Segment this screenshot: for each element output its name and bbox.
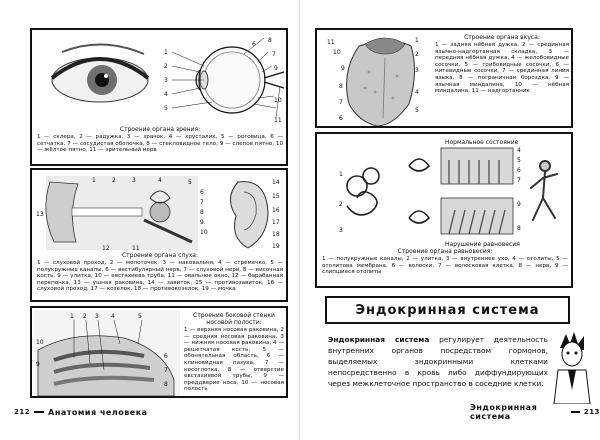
balance-label: 9 <box>517 201 521 208</box>
tongue-label: 7 <box>339 99 343 106</box>
footer-rule <box>34 411 44 413</box>
tongue-label: 5 <box>415 107 419 114</box>
eye-label: 5 <box>164 105 168 112</box>
eye-title: Строение органа зрения: <box>37 126 283 133</box>
ear-label: 8 <box>200 209 204 216</box>
nose-label: 5 <box>138 313 142 320</box>
ear-illustration: 1 2 3 4 5 6 7 8 9 10 11 12 13 14 15 16 1… <box>32 172 286 252</box>
tongue-label: 2 <box>415 51 419 58</box>
balance-title: Строение органа равновесия: <box>322 248 568 255</box>
balance-panel: Нормальное состояние Нарушение равновеси… <box>315 132 573 288</box>
page-gutter <box>299 0 301 440</box>
ear-label: 15 <box>272 193 280 200</box>
intro-paragraph: Эндокринная система регулирует деятельно… <box>328 334 548 389</box>
balance-label: 7 <box>517 177 521 184</box>
ear-label: 10 <box>200 229 208 236</box>
balance-caption: 1 — полукружные каналы, 2 — улитка, 3 — … <box>322 256 568 276</box>
balance-label: 8 <box>517 225 521 232</box>
ear-label: 1 <box>92 177 96 184</box>
page-number-right: 213 <box>584 408 600 416</box>
ear-label: 17 <box>272 219 280 226</box>
character-illustration <box>552 330 592 404</box>
tongue-label: 6 <box>339 115 343 122</box>
nose-caption: 1 — верхняя носовая раковина, 2 — средня… <box>184 327 284 393</box>
nose-label: 1 <box>70 313 74 320</box>
state-normal-label: Нормальное состояние <box>445 139 519 146</box>
eye-label: 3 <box>164 77 168 84</box>
nose-label: 9 <box>36 361 40 368</box>
tongue-panel: 11 10 1 2 3 9 8 7 6 4 5 Строение органа … <box>315 28 573 128</box>
ear-label: 5 <box>188 179 192 186</box>
eye-illustration: 1 2 3 4 5 6 8 7 9 10 11 <box>32 32 286 124</box>
nose-label: 6 <box>164 353 168 360</box>
ear-label: 7 <box>200 199 204 206</box>
balance-label: 4 <box>517 147 521 154</box>
balance-label: 5 <box>517 157 521 164</box>
ear-label: 3 <box>132 177 136 184</box>
ear-title: Строение органа слуха: <box>37 252 283 259</box>
nose-panel: 1 2 3 4 5 10 9 6 7 8 Строение боковой ст… <box>30 306 288 398</box>
eye-label: 8 <box>268 37 272 44</box>
ear-label: 18 <box>272 231 280 238</box>
eye-label: 4 <box>164 91 168 98</box>
eye-label: 2 <box>164 63 168 70</box>
balance-illustration: Нормальное состояние Нарушение равновеси… <box>317 136 571 248</box>
state-broken-label: Нарушение равновесия <box>445 241 520 248</box>
intro-term: Эндокринная система <box>328 335 429 344</box>
eye-panel: 1 2 3 4 5 6 8 7 9 10 11 Строение органа … <box>30 28 288 166</box>
tongue-caption: 1 — задняя нёбная дужка, 2 — срединная я… <box>435 42 569 95</box>
balance-label: 3 <box>339 227 343 234</box>
nose-label: 2 <box>83 313 87 320</box>
nose-title: Строение боковой стенки носовой полости: <box>184 312 284 326</box>
ear-label: 19 <box>272 243 280 250</box>
running-head-left: Анатомия человека <box>48 408 147 417</box>
ear-label: 6 <box>200 189 204 196</box>
ear-label: 16 <box>272 207 280 214</box>
tongue-label: 11 <box>327 39 335 46</box>
tongue-label: 4 <box>415 89 419 96</box>
ear-label: 12 <box>102 245 110 252</box>
ear-caption: 1 — слуховой проход, 2 — молоточек, 3 — … <box>37 260 283 293</box>
ear-panel: 1 2 3 4 5 6 7 8 9 10 11 12 13 14 15 16 1… <box>30 168 288 302</box>
eye-label: 7 <box>272 51 276 58</box>
running-head-right: Эндокринная система <box>470 403 567 421</box>
page-number-left: 212 <box>14 408 30 416</box>
eye-label: 9 <box>274 65 278 72</box>
tongue-label: 10 <box>333 49 341 56</box>
eye-label: 10 <box>274 97 282 104</box>
right-footer: Эндокринная система 213 <box>470 405 600 419</box>
tongue-label: 1 <box>415 37 419 44</box>
nose-illustration: 1 2 3 4 5 10 9 6 7 8 <box>34 310 180 396</box>
footer-rule <box>571 411 580 413</box>
ear-label: 2 <box>112 177 116 184</box>
runner-figure <box>531 161 557 220</box>
eye-label: 1 <box>164 49 168 56</box>
ear-label: 14 <box>272 179 280 186</box>
nose-label: 7 <box>164 367 168 374</box>
balance-label: 6 <box>517 167 521 174</box>
nose-label: 8 <box>164 381 168 388</box>
section-banner: Эндокринная система <box>325 296 570 324</box>
tongue-label: 8 <box>339 83 343 90</box>
eye-caption: 1 — склера, 2 — радужка, 3 — зрачок, 4 —… <box>37 134 283 154</box>
ear-label: 9 <box>200 219 204 226</box>
tongue-label: 9 <box>341 65 345 72</box>
left-footer: 212 Анатомия человека <box>14 405 148 419</box>
tongue-illustration: 11 10 1 2 3 9 8 7 6 4 5 <box>319 32 429 128</box>
ear-label: 4 <box>158 177 162 184</box>
tongue-title: Строение органа вкуса: <box>435 34 569 41</box>
eye-label: 6 <box>252 41 256 48</box>
ear-label: 11 <box>132 245 140 252</box>
tongue-label: 3 <box>415 67 419 74</box>
ear-label: 13 <box>36 211 44 218</box>
nose-label: 4 <box>111 313 115 320</box>
nose-label: 3 <box>95 313 99 320</box>
balance-label: 2 <box>339 201 343 208</box>
balance-label: 1 <box>339 171 343 178</box>
section-title: Эндокринная система <box>355 303 539 318</box>
nose-label: 10 <box>36 339 44 346</box>
eye-label: 11 <box>274 117 282 124</box>
